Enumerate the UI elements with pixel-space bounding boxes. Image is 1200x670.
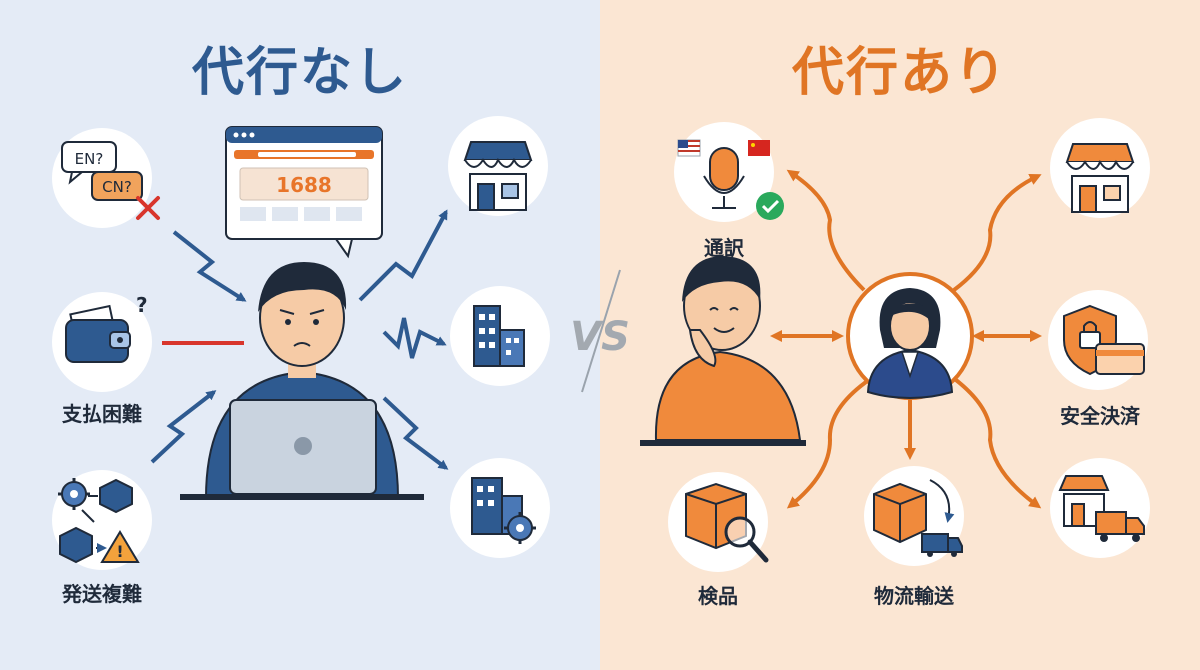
store-delivery-icon	[1050, 458, 1150, 558]
shipping-complexity-icon: !	[52, 470, 152, 570]
secure-payment-icon	[1048, 290, 1148, 390]
svg-text:?: ?	[136, 293, 148, 317]
factory-gear-icon	[450, 458, 550, 558]
store-icon	[448, 116, 548, 216]
title-with-agent: 代行あり	[791, 43, 1008, 103]
store-icon	[1050, 118, 1150, 218]
agent-avatar	[846, 272, 974, 400]
worried-person	[180, 262, 424, 500]
label-payment-difficulty: 支払困難	[62, 402, 142, 426]
zigzag-arrow	[358, 209, 448, 302]
title-without-agent: 代行なし	[191, 43, 408, 103]
curved-arrow	[786, 169, 866, 292]
curved-arrow	[786, 380, 868, 509]
svg-text:!: !	[116, 542, 123, 561]
cross-icon	[136, 196, 160, 220]
label-inspection: 検品	[698, 584, 738, 608]
bubble-en-text: EN?	[75, 150, 104, 168]
vs-divider	[581, 269, 621, 393]
label-logistics: 物流輸送	[874, 584, 954, 608]
office-building-icon	[450, 286, 550, 386]
language-barrier-icon: EN? CN?	[52, 128, 160, 228]
bubble-cn-text: CN?	[102, 178, 132, 196]
browser-1688-window: 1688	[225, 126, 383, 259]
inspection-icon	[668, 472, 769, 572]
zigzag-arrow	[150, 390, 217, 464]
zigzag-arrow	[382, 317, 447, 359]
curved-arrow	[952, 174, 1042, 292]
zigzag-arrow	[382, 396, 449, 470]
browser-1688-text: 1688	[276, 173, 332, 197]
logistics-icon	[864, 466, 964, 566]
zigzag-arrow	[172, 230, 247, 302]
happy-person	[640, 256, 806, 446]
label-secure-payment: 安全決済	[1060, 404, 1140, 428]
label-shipping-complexity: 発送複難	[62, 582, 142, 606]
wallet-icon: ?	[52, 292, 152, 392]
vs-text: VS	[570, 314, 630, 360]
label-interpretation: 通訳	[704, 236, 744, 260]
interpretation-icon	[674, 122, 784, 222]
curved-arrow	[954, 378, 1042, 509]
